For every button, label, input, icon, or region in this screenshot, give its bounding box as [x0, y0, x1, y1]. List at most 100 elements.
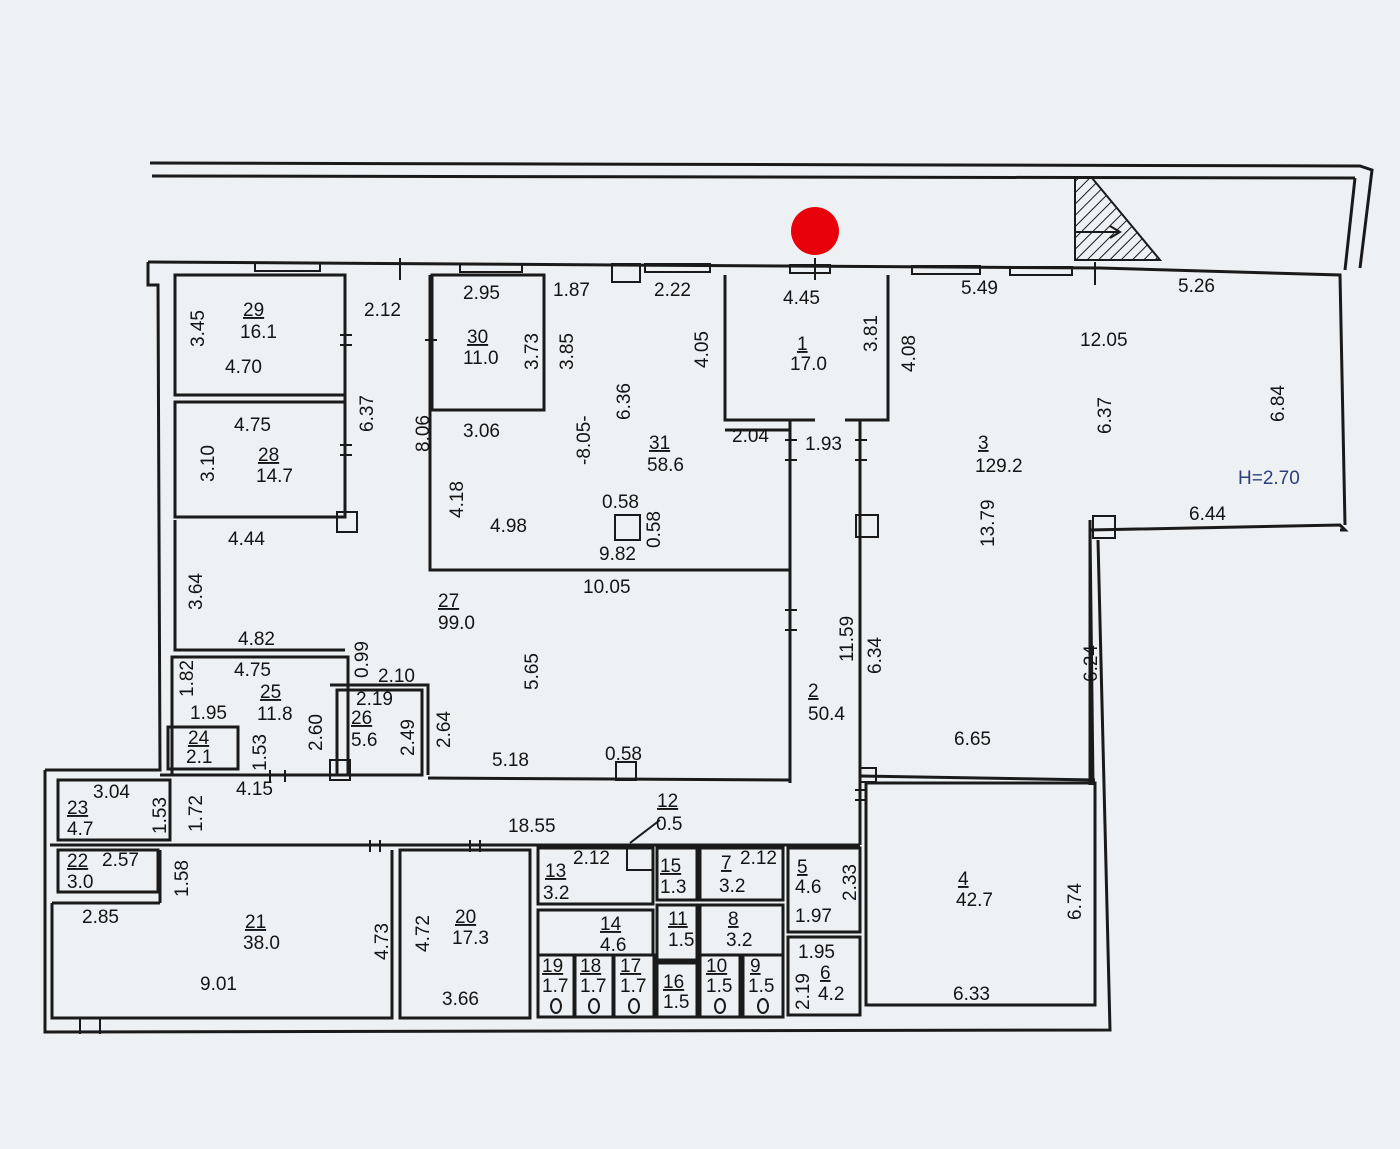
dim-label: 4.08 [899, 335, 920, 372]
room-17-number: 17 [620, 956, 641, 977]
dim-label: 2.49 [398, 719, 419, 756]
dim-label: 6.36 [614, 383, 635, 420]
dim-label: 8.06 [413, 415, 434, 452]
room-25-area: 11.8 [257, 704, 293, 725]
dim-label: 2.04 [732, 426, 769, 447]
dim-label: 4.45 [783, 288, 820, 309]
dim-label: 2.33 [840, 864, 861, 901]
dim-label: 1.95 [190, 703, 227, 724]
dim-label: 4.75 [234, 660, 271, 681]
room-9-number: 9 [750, 956, 761, 977]
dim-label: 6.74 [1065, 883, 1086, 920]
room-27-area: 99.0 [438, 613, 475, 634]
dim-label: 3.64 [186, 573, 207, 610]
room-26-area: 5.6 [351, 730, 377, 751]
dim-label: 2.12 [573, 848, 610, 869]
room-5-area: 4.6 [795, 877, 821, 898]
inner-walls [50, 273, 1116, 1020]
windows [254, 262, 1073, 283]
dim-label: 1.87 [553, 280, 590, 301]
room-28-number: 28 [258, 445, 279, 466]
door-marks [79, 258, 1096, 1034]
dim-label: 6.37 [1095, 397, 1116, 434]
room-26-number: 26 [351, 708, 372, 729]
room-20-number: 20 [455, 907, 476, 928]
room-2-area: 50.4 [808, 704, 845, 725]
dim-label: 4.72 [413, 915, 434, 952]
dim-label: 2.19 [793, 973, 814, 1010]
dim-label: 4.70 [225, 357, 262, 378]
dim-label: 2.12 [364, 300, 401, 321]
dim-label: 2.95 [463, 283, 500, 304]
room-4-area: 42.7 [956, 890, 993, 911]
room-30-area: 11.0 [463, 348, 499, 369]
room-1-area: 17.0 [790, 354, 827, 375]
room-6-number: 6 [820, 963, 831, 984]
dim-label: 4.82 [238, 629, 275, 650]
dim-label: 5.65 [522, 653, 543, 690]
dim-label: 3.04 [93, 782, 130, 803]
room-13-area: 3.2 [543, 883, 569, 904]
room-22-area: 3.0 [67, 872, 93, 893]
dim-label: 4.05 [692, 331, 713, 368]
room-10-number: 10 [706, 956, 727, 977]
room-25-number: 25 [260, 682, 281, 703]
room-20-area: 17.3 [452, 928, 489, 949]
location-marker [791, 207, 839, 255]
dim-label: 9.82 [599, 544, 636, 565]
dim-label: 1.82 [177, 660, 198, 697]
dim-label: 13.79 [978, 499, 999, 547]
dim-label: 1.97 [795, 906, 832, 927]
room-11-area: 1.5 [668, 930, 694, 951]
dim-label: 1.53 [250, 734, 271, 771]
dim-label: 2.19 [356, 689, 393, 710]
dim-label: 12.05 [1080, 330, 1128, 351]
room-29-area: 16.1 [240, 322, 277, 343]
room-30-number: 30 [467, 327, 488, 348]
dim-label: 6.44 [1189, 504, 1226, 525]
room-3-number: 3 [978, 433, 989, 454]
dim-label: 3.73 [522, 333, 543, 370]
room-12-area: 0.5 [656, 814, 682, 835]
dimension-labels: 4.70 2.12 2.95 1.87 2.22 4.45 5.49 5.26 … [82, 276, 1300, 1010]
dim-label: 3.10 [198, 445, 219, 482]
room-21-number: 21 [245, 912, 266, 933]
dimension-labels-vertical: 3.45 3.73 3.85 4.05 6.36 -8.05- 3.81 4.0… [150, 310, 1289, 1010]
room-8-area: 3.2 [726, 930, 752, 951]
dim-label: 2.64 [434, 711, 455, 748]
dim-label: 10.05 [583, 577, 631, 598]
dim-label: 5.49 [961, 278, 998, 299]
dim-label: 4.44 [228, 529, 265, 550]
room-11-number: 11 [668, 909, 688, 930]
dim-label: -8.05- [574, 415, 595, 465]
room-18-area: 1.7 [580, 976, 606, 997]
room-16-number: 16 [663, 972, 684, 993]
dim-label: 2.10 [378, 666, 415, 687]
room-13-number: 13 [545, 861, 566, 882]
dim-label: 1.53 [150, 797, 171, 834]
dim-label: 0.58 [605, 744, 642, 765]
dim-label: 0.99 [352, 641, 373, 678]
dim-label: 3.06 [463, 421, 500, 442]
room-23-area: 4.7 [67, 819, 93, 840]
room-7-number: 7 [721, 853, 732, 874]
room-1-number: 1 [797, 334, 808, 355]
dim-label: 3.85 [557, 333, 578, 370]
dim-label: 4.75 [234, 415, 271, 436]
room-5-number: 5 [797, 857, 808, 878]
ceiling-height: H=2.70 [1238, 468, 1300, 489]
dim-label: 5.26 [1178, 276, 1215, 297]
room-24-number: 24 [188, 728, 210, 749]
dim-label: 3.66 [442, 989, 479, 1010]
room-19-area: 1.7 [542, 976, 568, 997]
dim-label: 4.98 [490, 516, 527, 537]
room-8-number: 8 [728, 909, 739, 930]
room-14-number: 14 [600, 914, 622, 935]
dim-label: 6.37 [357, 395, 378, 432]
room-31-area: 58.6 [647, 455, 684, 476]
room-23-number: 23 [67, 798, 88, 819]
room-21-area: 38.0 [243, 933, 280, 954]
room-2-number: 2 [808, 681, 819, 702]
room-29-number: 29 [243, 300, 264, 321]
dim-label: 3.81 [861, 315, 882, 352]
